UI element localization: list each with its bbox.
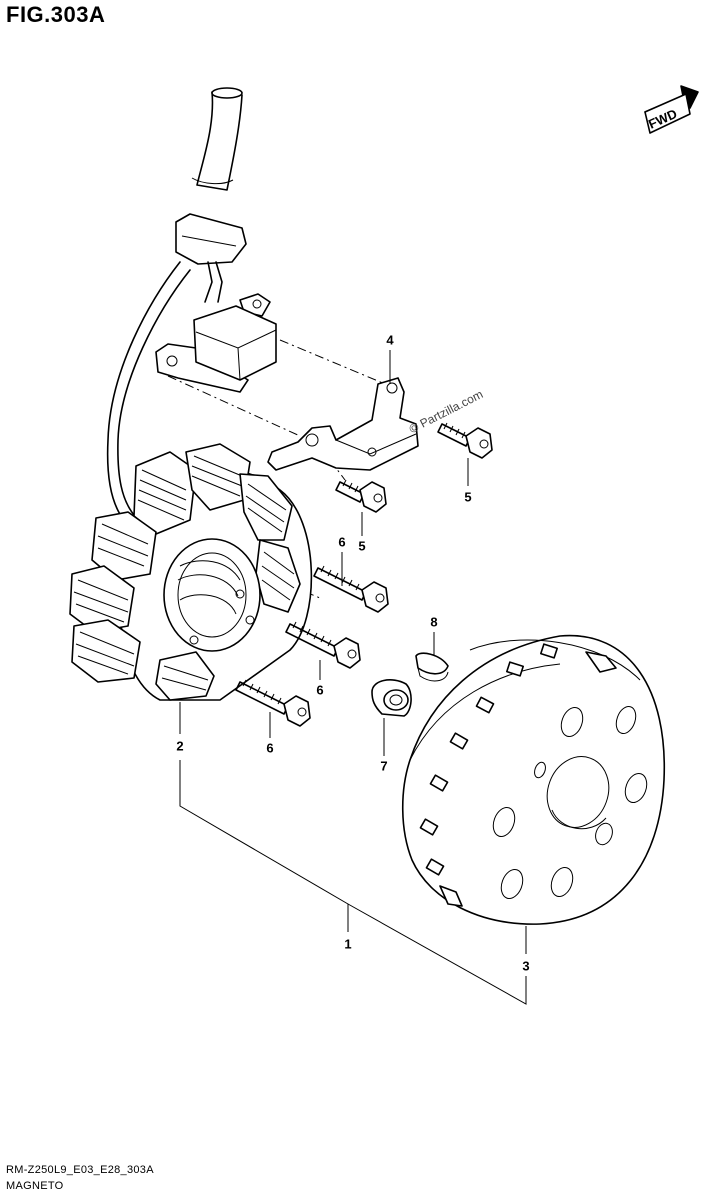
assembly-line [167,375,301,437]
callout-1: 1 [344,936,352,952]
callout-5-lower: 5 [358,538,366,554]
bracket [267,377,419,471]
stator-coil [133,451,197,535]
callout-6-bottom: 6 [266,740,274,756]
stator-coil [71,619,141,683]
callout-2: 2 [176,738,184,754]
callout-3: 3 [522,958,530,974]
stator-coil [69,565,135,633]
bolt-6-middle [285,621,361,669]
stator-coil [239,473,293,541]
stator [69,443,313,701]
diagram-caption: MAGNETO [6,1180,64,1192]
bolt-6-top [313,565,389,613]
callout-6-middle: 6 [316,682,324,698]
callout-5-upper: 5 [464,489,472,505]
diagram-code: RM-Z250L9_E03_E28_303A [6,1164,154,1176]
bolt-6-bottom [235,679,311,727]
callout-4: 4 [386,332,394,348]
fwd-arrow-icon: FWD [644,85,699,134]
figure-title: FIG.303A [6,2,106,27]
callout-6-top: 6 [338,534,346,550]
bolt-5-lower [335,479,387,513]
leader-line [179,760,349,932]
flywheel-rotor [401,634,666,925]
callout-8: 8 [430,614,438,630]
pickup-coil [155,293,277,393]
stator-coil [91,511,157,581]
washer [371,679,412,717]
leader-line [347,903,527,1005]
wire-harness [106,87,247,521]
stator-coil [155,651,215,701]
bolt-5-upper [437,422,493,459]
assembly-line [279,339,391,387]
key [415,652,449,682]
callout-7: 7 [380,758,388,774]
